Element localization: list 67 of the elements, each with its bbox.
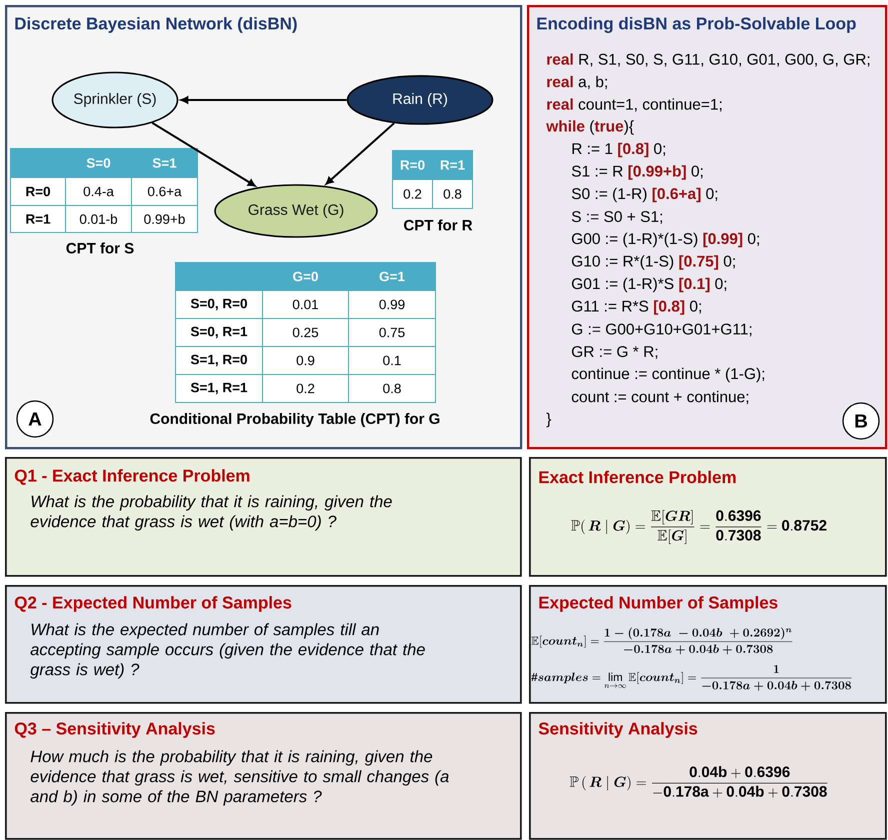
row-header-cell: S=1, R=1 xyxy=(175,374,263,403)
code-line: real count=1, continue=1; xyxy=(547,98,722,112)
code-line: G00 := (1-R)*(1-S) [0.99] 0; xyxy=(572,232,759,248)
table-cell: 0.2 xyxy=(392,179,433,209)
row-header-cell: S=0, R=1 xyxy=(175,318,263,347)
table-cell: 0.1 xyxy=(348,346,436,375)
formula: $\boldsymbol{\#samples} = \lim_{n\to\infty}\mathbb{E}[\boldsymbol{count_n}] = \frac{\boldsymbol{1}}{\boldsymbol{-0.178a+0.04b+0.7308}}$ xyxy=(531,665,852,691)
panel-title: Exact Inference Problem xyxy=(539,470,736,484)
arrow xyxy=(180,96,347,104)
formula: $\mathbb{E}[\boldsymbol{count_n}] = \frac{\boldsymbol{1-(0.178a\;-0.04b\;+0.2692)^n}}{\boldsymbol{-0.178a+0.04b+0.7308}}$ xyxy=(531,628,792,654)
table-cell: 0.25 xyxy=(262,318,349,347)
table-header-cell: G=0 xyxy=(262,262,349,291)
code-line: real a, b; xyxy=(547,76,607,90)
panel-title: Q2 - Expected Number of Samples xyxy=(14,596,292,612)
question-text: How much is the probability that it is raining, given the evidence that grass is wet, sensitive to small changes (a and b) in some of the BN parameters ? xyxy=(30,750,449,806)
ellipse-node: Rain (R) xyxy=(346,75,494,125)
table-caption: CPT for S xyxy=(66,242,134,254)
question-text: What is the expected number of samples till an accepting sample occurs (given the evidence that the grass is wet) ? xyxy=(30,623,425,679)
table-caption: CPT for R xyxy=(404,219,472,230)
code-line: } xyxy=(546,412,552,428)
ellipse-node: Grass Wet (G) xyxy=(214,184,378,238)
panel-title: Discrete Bayesian Network (disBN) xyxy=(15,17,297,33)
table-cell: 0.2 xyxy=(262,374,349,403)
code-line: S1 := R [0.99+b] 0; xyxy=(572,165,702,180)
table-cell: 0.99 xyxy=(348,290,436,319)
table-cell: 0.8 xyxy=(432,179,473,209)
code-line: continue := continue * (1-G); xyxy=(572,368,764,382)
table-caption: Conditional Probability Table (CPT) for G xyxy=(150,413,440,427)
code-line: S0 := (1-R) [0.6+a] 0; xyxy=(572,188,718,202)
code-line: G11 := R*S [0.8] 0; xyxy=(572,300,701,315)
table-header-cell: G=1 xyxy=(348,262,436,291)
table-cell: 0.6+a xyxy=(131,177,198,206)
row-header-cell: R=0 xyxy=(10,177,66,206)
ellipse-node: Sprinkler (S) xyxy=(52,72,178,128)
table-cell: 0.99+b xyxy=(131,205,198,233)
code-line: S := S0 + S1; xyxy=(572,211,662,224)
table-header-cell: S=1 xyxy=(131,148,198,178)
table-cell: 0.9 xyxy=(262,346,349,375)
panel-title: Q3 – Sensitivity Analysis xyxy=(14,722,215,738)
panel-title: Q1 - Exact Inference Problem xyxy=(14,469,250,485)
row-header-cell: R=1 xyxy=(10,205,66,233)
row-header-cell: S=1, R=0 xyxy=(175,346,263,375)
formula: $\mathbb{P}(\,\boldsymbol{R} \mid \boldsymbol{G}) = \frac{\mathbb{E}[\boldsymbol{GR}]}{\mathbb{E}[\boldsymbol{G}]} = \frac{\mathbf{0.6396}}{\mathbf{0.7308}} = \mathbf{0.8752}$ xyxy=(571,510,826,544)
code-line: GR := G * R; xyxy=(572,346,658,359)
arrow xyxy=(152,122,256,187)
arrow xyxy=(326,122,395,184)
table-cell: 0.8 xyxy=(348,374,436,403)
formula: $\mathbb{P}\,(\,\boldsymbol{R} \mid \boldsymbol{G}) = \frac{\mathbf{0.04b + 0.6396}}{\mathbf{-0.178a + 0.04b + 0.7308}}$ xyxy=(570,766,828,798)
code-line: while (true){ xyxy=(546,120,634,135)
table-header-cell: S=0 xyxy=(65,148,132,178)
panel-title: Expected Number of Samples xyxy=(539,596,778,612)
code-line: G10 := R*(1-S) [0.75] 0; xyxy=(572,255,735,270)
table-cell: 0.01 xyxy=(262,290,349,319)
question-text: What is the probability that it is raining, given the evidence that grass is wet (with a=b=0) ? xyxy=(30,495,392,531)
table-cell: 0.01-b xyxy=(65,205,132,233)
table-header-cell: R=0 xyxy=(392,150,433,180)
code-line: G01 := (1-R)*S [0.1] 0; xyxy=(572,278,726,292)
code-line: count := count + continue; xyxy=(572,390,748,404)
row-header-cell: S=0, R=0 xyxy=(175,290,263,319)
code-line: real R, S1, S0, S, G11, G10, G01, G00, G, GR; xyxy=(547,53,870,67)
panel-title: Sensitivity Analysis xyxy=(538,722,698,738)
table-header-cell: R=1 xyxy=(432,150,473,180)
panel-title: Encoding disBN as Prob-Solvable Loop xyxy=(537,17,856,33)
code-line: R := 1 [0.8] 0; xyxy=(572,142,665,158)
code-line: G := G00+G10+G01+G11; xyxy=(572,324,752,336)
table-cell: 0.75 xyxy=(348,318,436,347)
table-cell: 0.4-a xyxy=(65,177,132,206)
